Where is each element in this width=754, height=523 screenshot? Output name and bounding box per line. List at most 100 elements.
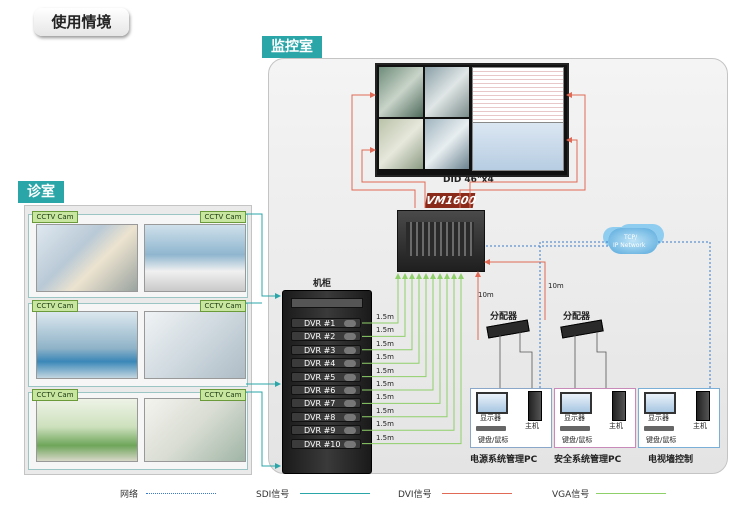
keyboard-icon — [560, 426, 590, 431]
vga-line-dvr-10 — [362, 273, 464, 445]
dvr-unit-1: DVR #1 — [291, 318, 361, 328]
dvr-knob-icon — [344, 440, 356, 448]
workstation-title-1: 电源系统管理PC — [470, 455, 538, 465]
workstation-kbm-label: 键盘/鼠标 — [646, 436, 677, 444]
dvr-knob-icon — [344, 333, 356, 341]
clinic-photo-garden — [36, 398, 138, 462]
dvr-cable-length-2: 1.5m — [376, 326, 394, 335]
legend-label-1: 网络 — [120, 490, 139, 500]
dvi-line-wall-left-outer — [351, 92, 416, 208]
legend-label-2: SDI信号 — [256, 490, 290, 500]
pc-tower-icon — [612, 391, 626, 421]
video-wall-screen-1 — [379, 67, 423, 117]
video-wall-screen-3 — [379, 119, 423, 169]
dvr-knob-icon — [344, 400, 356, 408]
vga-lines — [362, 273, 464, 445]
video-wall-screen-2 — [425, 67, 469, 117]
page-title: 使用情境 — [34, 8, 129, 36]
video-wall-label: DID 46"x4 — [443, 175, 494, 185]
workstation-kbm-label: 键盘/鼠标 — [562, 436, 593, 444]
dvr-label: DVR #6 — [304, 386, 336, 395]
monitor-icon — [644, 392, 676, 414]
legend-label-3: DVI信号 — [398, 490, 432, 500]
cctv-cam-tag-3: CCTV Cam — [32, 300, 78, 312]
dvr-unit-10: DVR #10 — [291, 438, 361, 449]
vga-line-dvr-5 — [362, 273, 429, 378]
dvi-line-splitter-2 — [484, 259, 546, 320]
workstation-host-label: 主机 — [693, 422, 707, 430]
workstation-host-label: 主机 — [609, 422, 623, 430]
dvr-cable-length-6: 1.5m — [376, 380, 394, 388]
keyboard-icon — [476, 426, 506, 431]
dvr-unit-9: DVR #9 — [291, 425, 361, 436]
dvi-line-wall-right-inner — [469, 137, 578, 208]
clinic-photo-reception — [144, 224, 246, 292]
dvr-unit-8: DVR #8 — [291, 411, 361, 422]
dvr-cable-length-8: 1.5m — [376, 406, 394, 415]
splitter-1-cable-b — [519, 332, 533, 388]
dvr-label: DVR #4 — [304, 359, 336, 369]
dvr-label: DVR #5 — [304, 372, 336, 382]
dvr-knob-icon — [344, 320, 356, 327]
clinic-photo-waiting — [36, 311, 138, 379]
clinic-photo-ward — [144, 398, 246, 462]
video-wall-data-screen-lower — [472, 122, 564, 171]
dvr-label: DVR #3 — [304, 345, 336, 355]
network-label-line2: IP Network — [613, 242, 646, 249]
vga-line-dvr-6 — [362, 273, 436, 391]
workstation-title-3: 电视墙控制 — [648, 455, 694, 465]
dvi-line-wall-left-inner — [361, 147, 426, 208]
dvr-label: DVR #1 — [304, 319, 336, 328]
cctv-cam-tag-2: CCTV Cam — [200, 211, 246, 223]
vga-line-dvr-7 — [362, 273, 443, 404]
dvr-cable-length-4: 1.5m — [376, 353, 394, 362]
vga-line-dvr-1 — [362, 273, 401, 324]
clinic-photo-corridor — [36, 224, 138, 292]
legend-swatch-4 — [596, 493, 666, 494]
network-line-cloud-right — [658, 241, 711, 388]
splitter-label-1: 分配器 — [490, 312, 518, 322]
splitter-cable-length-2: 10m — [548, 282, 564, 290]
dvr-cable-length-3: 1.5m — [376, 339, 394, 348]
dvr-unit-7: DVR #7 — [291, 398, 361, 409]
network-line-cloud-left — [539, 241, 608, 388]
vga-line-dvr-4 — [362, 273, 422, 364]
sdi-line-row-3b — [246, 391, 281, 469]
splitter-cable-length-1: 10m — [478, 291, 494, 299]
dvr-unit-4: DVR #4 — [291, 358, 361, 369]
cctv-cam-tag-5: CCTV Cam — [32, 389, 78, 401]
dvr-label: DVR #9 — [304, 426, 336, 436]
cctv-cam-tag-4: CCTV Cam — [200, 300, 246, 312]
workstation-monitor-label: 显示器 — [480, 414, 501, 422]
dvr-knob-icon — [344, 373, 356, 381]
network-lines — [485, 241, 711, 388]
vga-line-dvr-9 — [362, 273, 457, 431]
monitor-icon — [476, 392, 508, 414]
dvr-unit-5: DVR #5 — [291, 371, 361, 382]
workstation-title-2: 安全系统管理PC — [554, 455, 622, 465]
splitter-cables — [499, 332, 607, 388]
cctv-cam-tag-1: CCTV Cam — [32, 211, 78, 223]
video-wall-screen-4 — [425, 119, 469, 169]
workstation-kbm-label: 键盘/鼠标 — [478, 436, 509, 444]
cabinet-label: 机柜 — [313, 279, 332, 289]
splitter-label-2: 分配器 — [563, 312, 591, 322]
vga-line-dvr-3 — [362, 273, 415, 351]
monitor-room-label: 监控室 — [262, 36, 322, 58]
monitor-icon — [560, 392, 592, 414]
dvr-label: DVR #2 — [304, 332, 336, 342]
pc-tower-icon — [528, 391, 542, 421]
dvr-label: DVR #7 — [304, 399, 336, 409]
network-label-line1: TCP/ — [624, 234, 638, 241]
dvi-lines — [351, 92, 586, 340]
sdi-line-row-1 — [246, 213, 281, 299]
dvr-unit-3: DVR #3 — [291, 344, 361, 355]
splitter-2-cable-b — [596, 332, 607, 388]
dvr-label: DVR #10 — [304, 439, 341, 449]
pc-tower-icon — [696, 391, 710, 421]
vga-line-dvr-2 — [362, 273, 408, 337]
dvr-cable-length-7: 1.5m — [376, 393, 394, 402]
dvr-unit-6: DVR #6 — [291, 385, 361, 395]
clinic-photo-hallway — [144, 311, 246, 379]
